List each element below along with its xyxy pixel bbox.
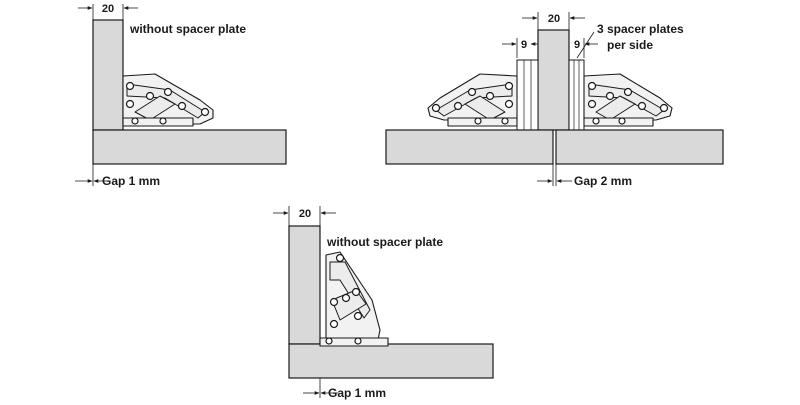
side-panel: [92, 19, 124, 131]
spacer-note: without spacer plate: [326, 235, 443, 249]
gap-label: Gap 2 mm: [574, 174, 632, 188]
center-panel: [537, 29, 570, 131]
spacer-plates-left: [516, 59, 539, 131]
spacer-note-line-1: 3 spacer plates: [597, 22, 684, 36]
dimension-label: 20: [548, 13, 560, 25]
dimension-label: 20: [299, 208, 311, 220]
hinge: [319, 251, 389, 347]
dimension-label: 20: [102, 3, 114, 15]
spacer-plates-right: [568, 59, 585, 131]
spacer-width-right: 9: [574, 39, 580, 51]
diagram-1-corner-without-spacer: 20 without spacer plate Gap 1 mm: [75, 3, 287, 188]
base-panel: [288, 343, 494, 379]
base-panel-left: [385, 129, 554, 165]
gap-label: Gap 1 mm: [102, 174, 160, 188]
diagram-2-double-with-spacers: 20 3 spacer plates per side 9 9: [385, 12, 724, 188]
spacer-note-line-2: per side: [607, 38, 653, 52]
hinge: [122, 73, 214, 127]
base-panel: [92, 129, 287, 165]
gap-label: Gap 1 mm: [328, 386, 386, 400]
diagram-3-vertical-hinge: 20 without spacer plate Gap 1 mm: [273, 206, 494, 400]
spacer-note: without spacer plate: [129, 22, 246, 36]
base-panel-right: [555, 129, 724, 165]
hinge-right: [583, 73, 673, 127]
side-panel: [288, 225, 321, 345]
spacer-width-left: 9: [521, 39, 527, 51]
hinge-left: [427, 73, 518, 127]
